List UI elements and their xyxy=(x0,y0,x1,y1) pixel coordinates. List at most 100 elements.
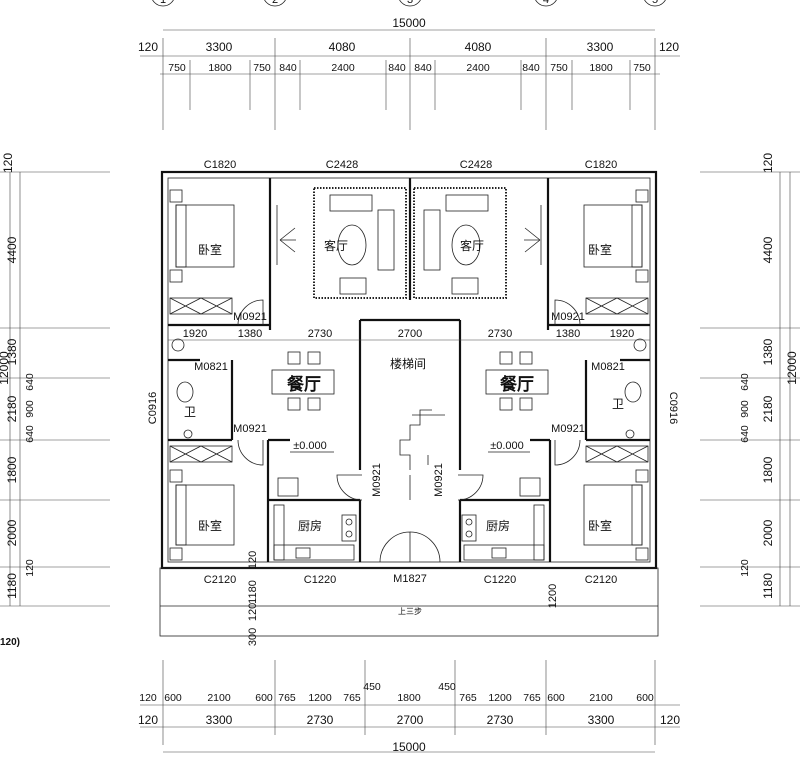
top-dim-3: 4080 xyxy=(329,40,356,54)
room-label-living-1: 客厅 xyxy=(324,238,348,253)
room-label-dining-2: 餐厅 xyxy=(500,374,534,394)
top-sub-dim-11: 1800 xyxy=(589,62,613,74)
top-sub-dim-3: 750 xyxy=(253,62,271,74)
right-inner-dim-1: 640 xyxy=(739,373,751,391)
dim-label-120-b: 120 xyxy=(247,551,259,569)
chair-icon xyxy=(499,351,513,365)
left-dim-6: 2000 xyxy=(5,519,19,546)
bottom-sub-dim-5: 765 xyxy=(278,692,296,704)
room-labels: 卧室 卧室 卧室 卧室 客厅 客厅 餐厅 餐厅 楼梯间 卫 卫 厨房 厨房 xyxy=(184,238,624,533)
counter-icon xyxy=(533,504,545,561)
door-swing-icon xyxy=(336,474,363,501)
top-dim-4: 4080 xyxy=(465,40,492,54)
door-labels: M0921 M0921 M0921 M0921 M0821 M0821 M092… xyxy=(194,311,625,585)
door-label-bath-left: M0821 xyxy=(194,361,228,373)
bottom-sub-dim-16: 600 xyxy=(636,692,654,704)
left-dim-2: 4400 xyxy=(5,236,19,263)
bottom-sub-dim-14: 600 xyxy=(547,692,565,704)
bottom-dim-7: 120 xyxy=(660,713,680,727)
rug-icon xyxy=(413,187,507,299)
dining-furniture xyxy=(271,351,549,411)
living-furniture xyxy=(276,187,542,299)
inner-dim-right-2: 1380 xyxy=(556,328,580,340)
grid-axis-bubbles: 1 2 3 4 5 xyxy=(152,0,666,7)
top-sub-dim-2: 1800 xyxy=(208,62,232,74)
wardrobe-icon xyxy=(585,445,649,463)
bottom-sub-dim-2: 600 xyxy=(164,692,182,704)
right-dim-5: 1800 xyxy=(761,456,775,483)
door-swing-icon xyxy=(379,531,411,563)
bottom-sub-dim-8: 450 xyxy=(363,681,381,693)
top-sub-dim-1: 750 xyxy=(168,62,186,74)
left-side-dimensions: 120 4400 1380 2180 1800 2000 1180 12000 … xyxy=(0,153,110,607)
rug-icon xyxy=(313,187,407,299)
front-terrace xyxy=(159,567,659,637)
right-inner-dim-3: 640 xyxy=(739,425,751,443)
bed-icon xyxy=(583,189,649,283)
arrow-icon xyxy=(279,227,296,253)
door-swing-icon xyxy=(409,531,441,563)
coffee-table-icon xyxy=(337,224,367,266)
bottom-dim-3: 2730 xyxy=(307,713,334,727)
room-label-bedroom-2: 卧室 xyxy=(588,242,612,257)
bottom-sub-dim-3: 2100 xyxy=(207,692,231,704)
top-sub-dim-7: 840 xyxy=(414,62,432,74)
window-label-bottom-3: C1220 xyxy=(484,574,516,586)
wardrobe-icon xyxy=(169,445,233,463)
left-dim-1: 120 xyxy=(1,153,15,173)
stair-steps-icon xyxy=(399,409,432,470)
toilet-icon xyxy=(624,381,642,403)
dim-label-120: 120 xyxy=(247,603,259,621)
armchair-icon xyxy=(339,277,367,295)
grid-bubble-2 xyxy=(264,0,286,7)
top-sub-dim-9: 840 xyxy=(522,62,540,74)
wardrobe-icon xyxy=(169,297,233,315)
door-label-main: M1827 xyxy=(393,573,427,585)
sofa-icon xyxy=(329,194,373,212)
counter-icon xyxy=(273,504,285,561)
bottom-dim-1: 120 xyxy=(138,713,158,727)
sofa-icon xyxy=(377,209,395,271)
right-dim-3: 1380 xyxy=(761,338,775,365)
door-swing-icon xyxy=(554,439,581,466)
bottom-dim-2: 3300 xyxy=(206,713,233,727)
grid-label-5: 5 xyxy=(652,0,658,6)
chair-icon xyxy=(519,351,533,365)
top-dim-2: 3300 xyxy=(206,40,233,54)
kitchen-fixtures xyxy=(273,477,545,561)
right-total-dim: 12000 xyxy=(785,351,799,385)
left-inner-dim-3: 640 xyxy=(24,425,36,443)
bottom-total-dim: 15000 xyxy=(392,740,426,754)
drain-icon xyxy=(625,429,635,439)
right-inner-dim-4: 120 xyxy=(739,559,751,577)
right-dim-7: 1180 xyxy=(761,573,775,599)
inner-dim-left-3: 2730 xyxy=(308,328,332,340)
bottom-sub-dim-10: 450 xyxy=(438,681,456,693)
exterior-walls xyxy=(159,170,659,637)
door-swing-icon xyxy=(457,474,484,501)
left-inner-dim-4: 120 xyxy=(24,559,36,577)
left-dim-4: 2180 xyxy=(5,395,19,422)
window-label-top-2: C2428 xyxy=(326,159,358,171)
edge-note: 120) xyxy=(0,637,20,648)
grid-bubble-4 xyxy=(535,0,557,7)
bedroom-furniture xyxy=(169,189,649,561)
bathroom-fixtures xyxy=(171,338,647,439)
grid-label-2: 2 xyxy=(272,0,278,6)
door-swing-icon xyxy=(237,299,264,326)
chair-icon xyxy=(519,397,533,411)
room-label-bath-1: 卫 xyxy=(184,405,196,419)
door-label-bedroom-2: M0921 xyxy=(551,311,585,323)
drain-icon xyxy=(183,429,193,439)
right-side-dimensions: 120 4400 1380 2180 1800 2000 1180 12000 … xyxy=(700,153,800,607)
bottom-sub-dim-4: 600 xyxy=(255,692,273,704)
misc-annotations: ±0.000 ±0.000 1200 300 120 1180 120 上三步 … xyxy=(0,440,559,648)
inner-dimensions: 1920 1380 2730 2700 2730 1380 1920 xyxy=(168,328,650,341)
step-note: 上三步 xyxy=(398,607,422,616)
chair-icon xyxy=(287,351,301,365)
room-label-bedroom-3: 卧室 xyxy=(198,518,222,533)
stove-icon xyxy=(461,514,477,542)
interior-walls xyxy=(168,178,650,562)
bed-icon xyxy=(169,189,235,283)
